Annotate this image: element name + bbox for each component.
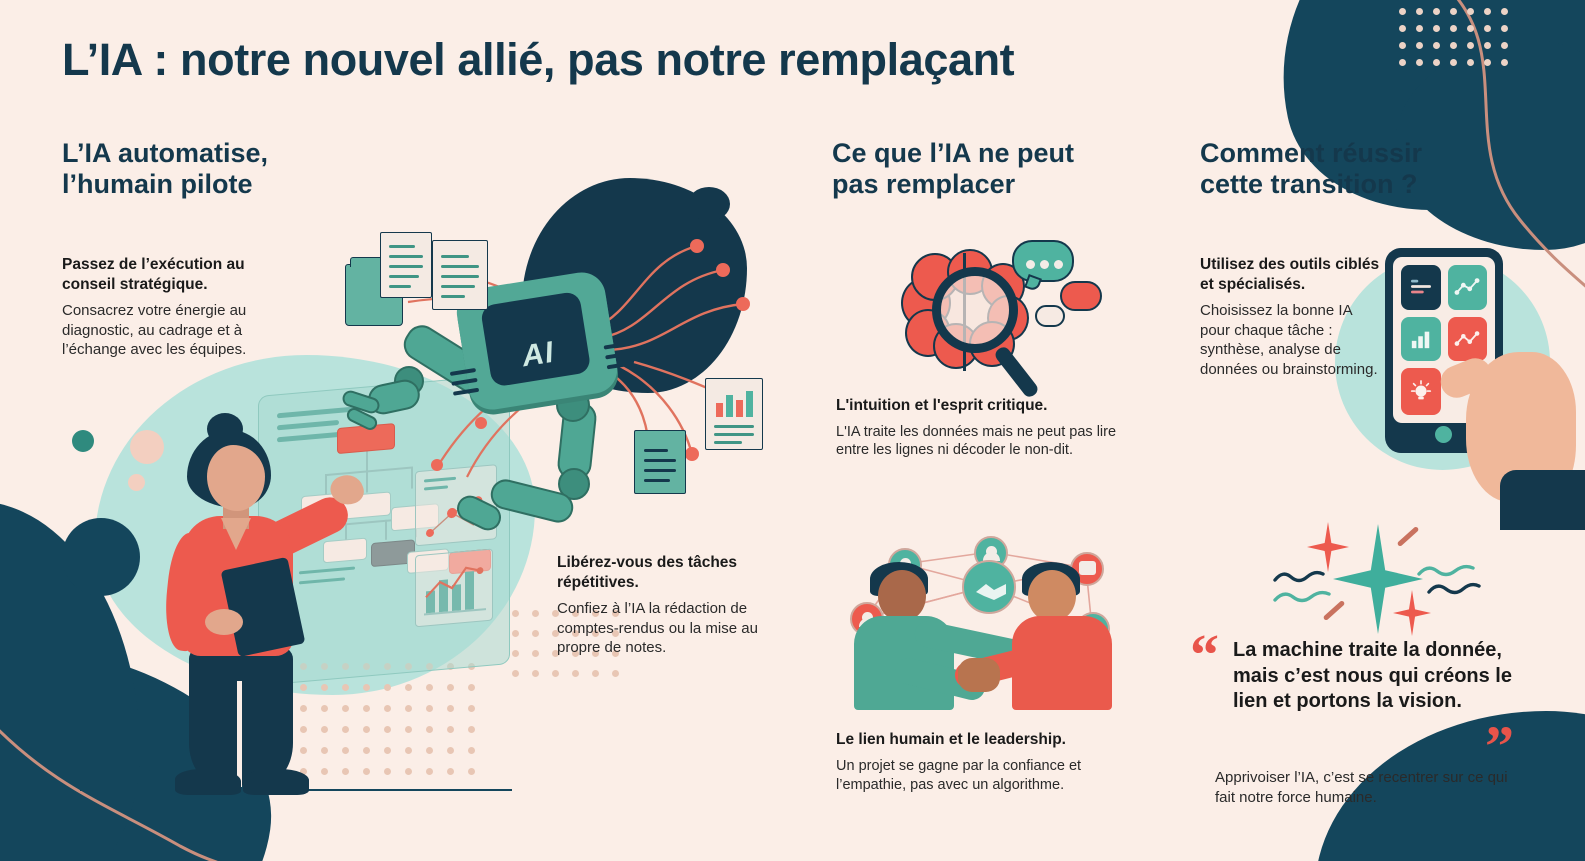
handshake-hands (958, 658, 1000, 692)
block-lien-humain-lead: Le lien humain et le leadership. (836, 731, 1066, 748)
app-icon-bar-chart[interactable] (1401, 316, 1441, 362)
block-utilisez-body: Choisissez la bonne IA pour chaque tâche… (1200, 302, 1378, 378)
brain-illustration (897, 247, 1041, 400)
home-button[interactable] (1435, 426, 1452, 443)
phone-screen (1393, 257, 1495, 423)
speech-bubble-white (1035, 305, 1065, 327)
sparkle-cluster (1255, 512, 1495, 642)
blob-top-right-navy-2 (1395, 40, 1585, 250)
ai-cloud-blob-small (688, 187, 730, 221)
ai-chip-label: AI (519, 335, 557, 374)
document-icon-2 (432, 240, 488, 310)
person-right-head (1028, 570, 1076, 622)
column-1-heading-line-1: L’IA automatise, (62, 138, 269, 168)
block-utilisez: Utilisez des outils ciblés et spécialisé… (1200, 255, 1380, 379)
ai-chip-core: AI (479, 290, 592, 388)
face (207, 445, 265, 511)
teal-dot-left (72, 430, 94, 452)
block-intuition-lead: L'intuition et l'esprit critique. (836, 397, 1048, 414)
column-1-heading-line-2: l’humain pilote (62, 169, 253, 200)
navy-dot-left (62, 518, 140, 596)
app-icon-text[interactable] (1401, 265, 1441, 310)
page-title: L’IA : notre nouvel allié, pas notre rem… (62, 34, 1015, 85)
sparkle-star-coral-2 (1393, 590, 1431, 636)
block-utilisez-lead: Utilisez des outils ciblés et spécialisé… (1200, 256, 1380, 293)
woman-illustration (145, 413, 368, 803)
app-icon-analytics[interactable] (1447, 316, 1487, 362)
document-icon-teal (634, 430, 686, 494)
wave-navy-left (1273, 570, 1325, 583)
quote-open-icon: “ (1190, 622, 1219, 687)
block-liberez: Libérez-vous des tâches répétitives. Con… (557, 553, 772, 658)
block-liberez-body: Confiez à l’IA la rédaction de comptes-r… (557, 600, 758, 657)
block-intuition: L'intuition et l'esprit critique. L'IA t… (836, 396, 1132, 460)
block-passez: Passez de l’exécution au conseil stratég… (62, 255, 277, 360)
block-liberez-lead: Libérez-vous des tâches répétitives. (557, 554, 738, 591)
column-3-heading-line-1: Comment réussir (1200, 138, 1423, 168)
speech-bubble-teal (1012, 240, 1074, 282)
column-3-heading: Comment réussir cette transition ? (1200, 138, 1422, 201)
column-2-heading-line-1: Ce que l’IA ne peut (832, 138, 1075, 168)
network-hub-handshake-icon (962, 560, 1016, 614)
block-passez-body: Consacrez votre énergie au diagnostic, a… (62, 302, 247, 359)
wave-teal-left (1273, 590, 1331, 603)
wave-teal-right (1417, 564, 1475, 577)
shoe-left (175, 769, 241, 795)
column-1-heading: L’IA automatise, l’humain pilote (62, 138, 268, 201)
block-lien-humain-body: Un projet se gagne par la confiance et l… (836, 757, 1082, 793)
magnifier-handle (992, 344, 1041, 400)
quote-close-icon: ” (1485, 714, 1514, 779)
wave-navy-right (1427, 582, 1481, 595)
blob-top-right-navy (1245, 0, 1585, 241)
person-left-head (878, 570, 926, 622)
sparkle-star-coral-1 (1307, 522, 1349, 572)
board-panel-chart (415, 548, 493, 628)
dash-upper (1396, 525, 1420, 548)
column-3-heading-line-2: cette transition ? (1200, 169, 1418, 200)
block-lien-humain: Le lien humain et le leadership. Un proj… (836, 730, 1148, 795)
document-icon-1 (380, 232, 432, 298)
sleeve-cuff (1500, 470, 1585, 530)
column-2-heading-line-2: pas remplacer (832, 169, 1016, 200)
quote-text: La machine traite la donnée, mais c’est … (1233, 639, 1512, 713)
magnifier-icon (932, 267, 1018, 353)
dot-grid-top-right (1399, 8, 1519, 78)
quote-subtext: Apprivoiser l’IA, c’est se recentrer sur… (1215, 769, 1508, 806)
document-icon-chart (705, 378, 763, 450)
peach-dot-b (128, 474, 145, 491)
block-intuition-body: L'IA traite les données mais ne peut pas… (836, 423, 1117, 459)
speech-bubble-red (1060, 281, 1102, 311)
block-passez-lead: Passez de l’exécution au conseil stratég… (62, 256, 245, 293)
app-icon-lightbulb[interactable] (1401, 368, 1441, 415)
app-icon-line-chart[interactable] (1447, 265, 1487, 310)
shoe-right (243, 769, 309, 795)
blob-bottom-left-navy-2 (0, 501, 140, 861)
column-2-heading: Ce que l’IA ne peut pas remplacer (832, 138, 1074, 201)
handshake-illustration (836, 530, 1126, 710)
hair-bun (207, 413, 243, 445)
